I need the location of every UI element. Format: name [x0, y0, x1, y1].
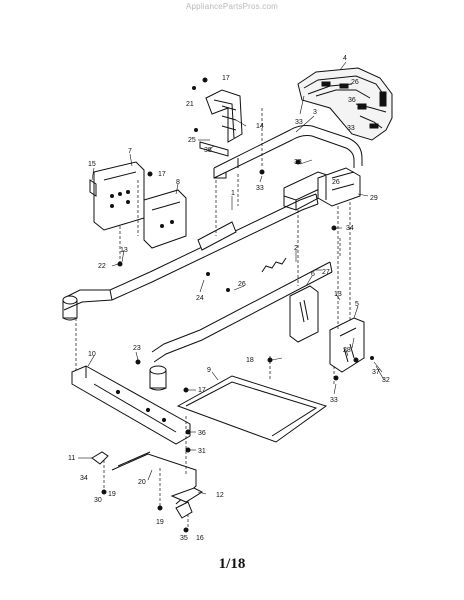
part-15-latch	[89, 179, 97, 197]
part-1-main-frame	[62, 193, 319, 321]
callout-26: 26	[332, 179, 340, 186]
part-14-bracket	[199, 89, 243, 157]
part-9-floor-pan	[176, 375, 328, 443]
assembly-lines	[75, 108, 351, 530]
callout-37: 37	[372, 369, 380, 376]
callout-11: 11	[68, 455, 75, 462]
callout-3: 3	[313, 109, 317, 116]
callout-31: 31	[198, 448, 206, 455]
callout-6: 6	[311, 271, 315, 278]
callout-17: 17	[198, 387, 206, 394]
callout-17: 17	[222, 75, 230, 82]
callout-17: 17	[158, 171, 166, 178]
callout-13: 13	[120, 247, 128, 254]
callout-33: 33	[347, 125, 355, 132]
callout-15: 15	[88, 161, 96, 168]
callout-5: 5	[355, 301, 359, 308]
part-4-foot-plate	[297, 67, 393, 141]
callout-34: 34	[80, 475, 88, 482]
watermark: AppliancePartsPros.com	[186, 2, 278, 11]
leader-lines	[78, 61, 385, 495]
callout-labels: 4 17 26 21 36 3 33 33 14 25 38 7 33 15 1…	[68, 55, 390, 542]
part-16-clip	[175, 501, 193, 519]
callout-19: 19	[108, 491, 116, 498]
callout-13: 13	[334, 291, 342, 298]
callout-33: 33	[256, 185, 264, 192]
callout-29: 29	[370, 195, 378, 202]
part-5-bracket	[329, 317, 365, 373]
callout-20: 20	[138, 479, 146, 486]
callout-35: 35	[180, 535, 188, 542]
callout-23: 23	[133, 345, 141, 352]
part-10-front-plate	[71, 365, 191, 445]
callout-14: 14	[256, 123, 264, 130]
part-6-bracket	[289, 285, 319, 343]
callout-18: 18	[246, 357, 254, 364]
callout-22: 22	[98, 263, 106, 270]
callout-10: 10	[88, 351, 96, 358]
page-number: 1/18	[218, 556, 246, 572]
callout-2: 2	[294, 245, 298, 252]
callout-16: 16	[196, 535, 204, 542]
callout-19: 19	[156, 519, 164, 526]
hardware	[101, 77, 374, 533]
callout-9: 9	[207, 367, 211, 374]
part-29-mount-bracket	[317, 167, 361, 207]
part-11-clevis	[91, 451, 109, 465]
callout-25: 25	[188, 137, 196, 144]
callout-33: 33	[295, 119, 303, 126]
callout-21: 21	[186, 101, 194, 108]
callout-33: 33	[330, 397, 338, 404]
part-7-side-plate	[93, 161, 145, 231]
callout-38: 38	[204, 147, 212, 154]
callout-12: 12	[216, 492, 224, 499]
callout-34: 34	[346, 225, 354, 232]
part-8-side-plate	[143, 189, 187, 249]
callout-24: 24	[196, 295, 204, 302]
callout-30: 30	[94, 497, 102, 504]
callout-28: 28	[343, 347, 351, 354]
callout-33: 33	[294, 159, 302, 166]
callout-4: 4	[343, 55, 347, 62]
callout-36: 36	[198, 430, 206, 437]
callout-8: 8	[176, 179, 180, 186]
callout-26: 26	[351, 79, 359, 86]
callout-7: 7	[128, 148, 132, 155]
part-12-lever	[170, 487, 204, 503]
callout-1: 1	[231, 190, 235, 197]
part-2-lower-frame	[149, 257, 333, 391]
callout-36: 36	[348, 97, 356, 104]
callout-26: 26	[238, 281, 246, 288]
callout-32: 32	[382, 377, 390, 384]
callout-27: 27	[322, 269, 330, 276]
